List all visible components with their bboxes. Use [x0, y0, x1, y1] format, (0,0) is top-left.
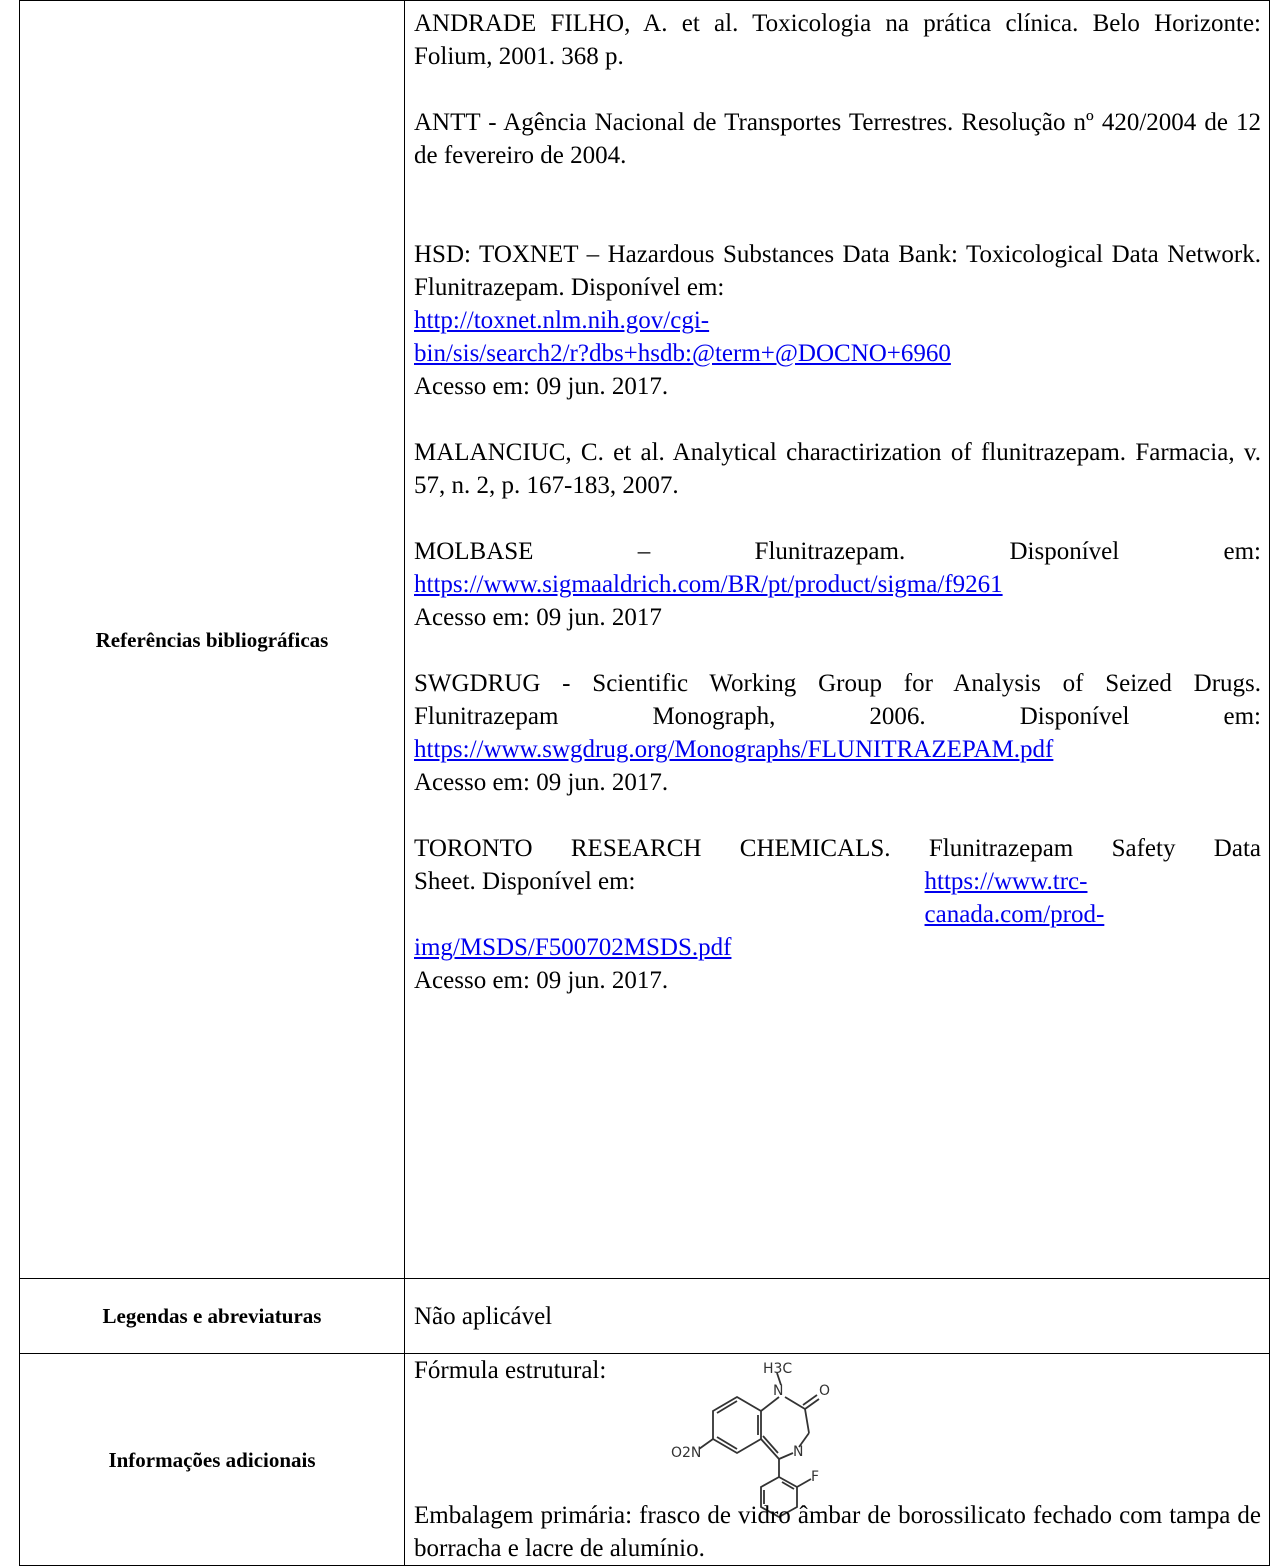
atom-f: F — [811, 1469, 819, 1485]
atom-ch3: H3C — [763, 1361, 792, 1377]
atom-no2: O2N — [671, 1445, 701, 1461]
info-row: Informações adicionais Fórmula estrutura… — [19, 1353, 1270, 1566]
reference-hsd-text: HSD: TOXNET – Hazardous Substances Data … — [414, 241, 1261, 301]
references-row: Referências bibliográficas ANDRADE FILHO… — [19, 0, 1270, 1279]
structure-label: Fórmula estrutural: — [414, 1357, 607, 1384]
references-label: Referências bibliográficas — [19, 0, 405, 1279]
reference-swgdrug: SWGDRUG - Scientific Working Group for A… — [414, 667, 1261, 799]
reference-toronto: TORONTO RESEARCH CHEMICALS. Flunitrazepa… — [414, 832, 1261, 997]
swgdrug-access: Acesso em: 09 jun. 2017. — [414, 769, 669, 796]
reference-malanciuc: MALANCIUC, C. et al. Analytical characti… — [414, 439, 1261, 499]
toronto-link-part2[interactable]: img/MSDS/F500702MSDS.pdf — [414, 934, 732, 961]
packaging-text: Embalagem primária: frasco de vidro âmba… — [414, 1502, 1261, 1562]
atom-n1: N — [773, 1383, 783, 1399]
hsd-link[interactable]: http://toxnet.nlm.nih.gov/cgi-bin/sis/se… — [414, 307, 951, 367]
reference-molbase: MOLBASE – Flunitrazepam. Disponível em: … — [414, 535, 1261, 634]
toronto-access: Acesso em: 09 jun. 2017. — [414, 967, 669, 994]
structural-formula: N H3C O N O2N F — [414, 1361, 1261, 1519]
reference-molbase-text: MOLBASE – Flunitrazepam. Disponível em: — [414, 538, 1261, 565]
reference-toronto-line2: Sheet. Disponível em: https://www.trc-ca… — [414, 865, 1261, 931]
molbase-access: Acesso em: 09 jun. 2017 — [414, 604, 662, 631]
swgdrug-link[interactable]: https://www.swgdrug.org/Monographs/FLUNI… — [414, 736, 1054, 763]
molecule-structure-image: N H3C O N O2N F — [671, 1361, 830, 1519]
reference-swgdrug-text2: Flunitrazepam Monograph, 2006. Disponíve… — [414, 703, 1261, 730]
document-table: Referências bibliográficas ANDRADE FILHO… — [19, 0, 1270, 1566]
legends-row: Legendas e abreviaturas Não aplicável — [19, 1278, 1270, 1354]
references-content: ANDRADE FILHO, A. et al. Toxicologia na … — [404, 0, 1270, 1279]
hsd-access: Acesso em: 09 jun. 2017. — [414, 373, 669, 400]
legends-label: Legendas e abreviaturas — [19, 1278, 405, 1354]
reference-hsd: HSD: TOXNET – Hazardous Substances Data … — [414, 238, 1261, 403]
info-label: Informações adicionais — [19, 1353, 405, 1566]
toronto-link-part1[interactable]: https://www.trc-canada.com/prod- — [924, 868, 1105, 928]
reference-antt: ANTT - Agência Nacional de Transportes T… — [414, 109, 1261, 169]
atom-o: O — [819, 1383, 830, 1399]
atom-n4: N — [793, 1444, 803, 1460]
reference-swgdrug-text: SWGDRUG - Scientific Working Group for A… — [414, 670, 1261, 697]
legends-value: Não aplicável — [404, 1278, 1270, 1354]
reference-toronto-text: TORONTO RESEARCH CHEMICALS. Flunitrazepa… — [414, 835, 1261, 862]
info-content: Fórmula estrutural: — [404, 1353, 1270, 1566]
reference-andrade: ANDRADE FILHO, A. et al. Toxicologia na … — [414, 10, 1261, 70]
reference-toronto-text2: Sheet. Disponível em: — [414, 868, 636, 895]
molbase-link[interactable]: https://www.sigmaaldrich.com/BR/pt/produ… — [414, 571, 1003, 598]
